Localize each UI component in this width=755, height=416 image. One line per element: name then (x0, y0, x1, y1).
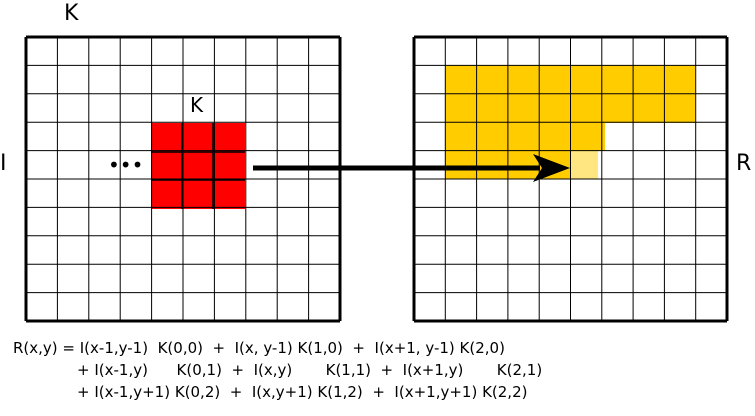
kernel-label-inner: K (190, 93, 204, 117)
kernel-cell-lines (151, 123, 245, 209)
result-filled-partial-row (445, 123, 605, 151)
convolution-arrow (253, 154, 570, 182)
result-image-label: R (736, 151, 751, 176)
input-grid-lines (24, 35, 342, 323)
input-image-grid (151, 123, 245, 209)
arrow-head-icon (533, 154, 570, 182)
kernel-label-top: K (64, 1, 79, 26)
equation-line-3: + I(x-1,y+1) K(0,2) + I(x,y+1) K(1,2) + … (77, 383, 527, 401)
ellipsis-dots: ••• (108, 153, 143, 177)
current-output-pixel (570, 151, 598, 179)
equation-line-2: + I(x-1,y) K(0,1) + I(x,y) K(1,1) + I(x+… (77, 361, 542, 379)
kernel-overlay (151, 123, 245, 209)
result-grid-lines (412, 35, 729, 323)
input-image-label: I (0, 151, 7, 176)
equation-line-1: R(x,y) = I(x-1,y-1) K(0,0) + I(x, y-1) K… (13, 339, 505, 357)
